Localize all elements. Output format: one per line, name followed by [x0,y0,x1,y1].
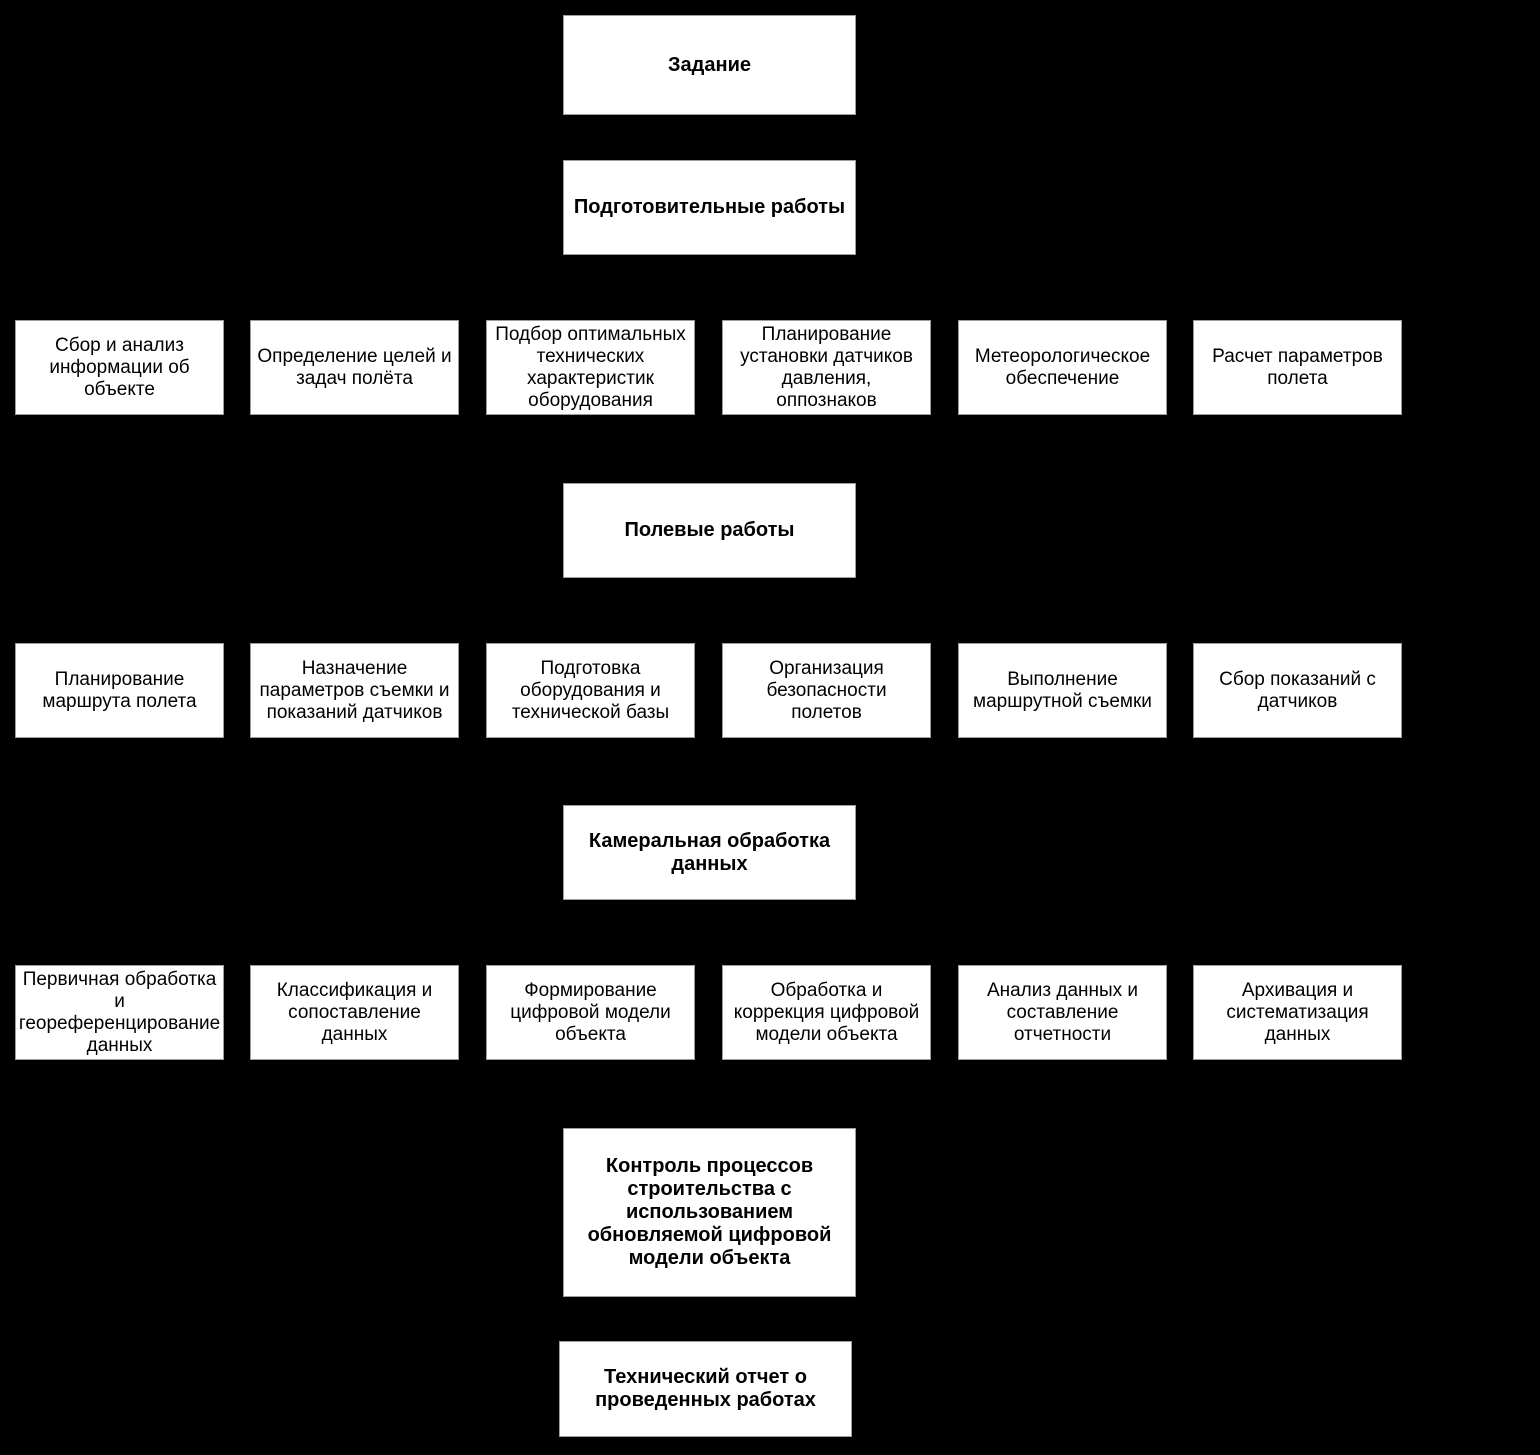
step-survey-parameters-assignment: Назначение параметров съемки и показаний… [250,643,459,738]
step-data-analysis-reporting: Анализ данных и составление отчетности [958,965,1167,1060]
step-collect-analyze-info: Сбор и анализ информации об объекте [15,320,224,415]
step-equipment-preparation: Подготовка оборудования и технической ба… [486,643,695,738]
step-select-equipment-specs: Подбор оптимальных технических характери… [486,320,695,415]
stage-task: Задание [563,15,856,115]
step-define-flight-goals: Определение целей и задач полёта [250,320,459,415]
step-flight-safety-organization: Организация безопасности полетов [722,643,931,738]
step-flight-parameters-calculation: Расчет параметров полета [1193,320,1402,415]
stage-office-data-processing: Камеральная обработка данных [563,805,856,900]
step-digital-model-correction: Обработка и коррекция цифровой модели об… [722,965,931,1060]
step-sensor-readings-collection: Сбор показаний с датчиков [1193,643,1402,738]
step-digital-model-formation: Формирование цифровой модели объекта [486,965,695,1060]
stage-field-works: Полевые работы [563,483,856,578]
stage-preparatory-works: Подготовительные работы [563,160,856,255]
step-primary-processing-georeferencing: Первичная обработка и геореференцировани… [15,965,224,1060]
step-flight-route-planning: Планирование маршрута полета [15,643,224,738]
step-plan-sensor-placement: Планирование установки датчиков давления… [722,320,931,415]
step-archiving-systematization: Архивация и систематизация данных [1193,965,1402,1060]
step-route-survey-execution: Выполнение маршрутной съемки [958,643,1167,738]
stage-technical-report: Технический отчет о проведенных работах [559,1341,852,1437]
step-meteorological-support: Метеорологическое обеспечение [958,320,1167,415]
step-classification-matching: Классификация и сопоставление данных [250,965,459,1060]
stage-construction-control: Контроль процессов строительства с испол… [563,1128,856,1297]
